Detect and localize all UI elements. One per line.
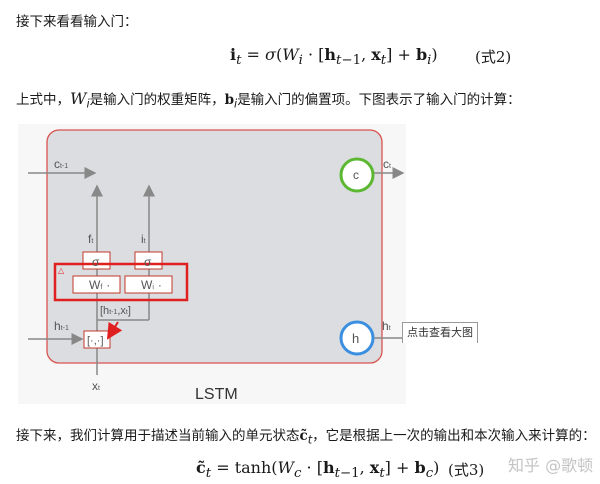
c-node (339, 157, 375, 193)
watermark: 知乎 @歌顿 (508, 456, 594, 475)
paragraph-weights: 上式中，Wi是输入门的权重矩阵，bi是输入门的偏置项。下图表示了输入门的计算： (16, 89, 521, 111)
h-node-label: h (352, 331, 359, 346)
svg-text:ht: ht (382, 319, 391, 333)
svg-text:it: it (141, 232, 146, 246)
highlight-box (53, 262, 189, 302)
c-node-label: c (353, 168, 359, 182)
lstm-cell (46, 129, 383, 364)
svg-text:σ: σ (92, 255, 100, 269)
equation-3: c̃t = tanh(Wc · [ht−1, xt] + bc) (196, 458, 440, 482)
svg-text:ft: ft (88, 232, 93, 246)
svg-text:Wi·: Wi· (141, 278, 162, 292)
svg-text:[·,·]: [·,·] (87, 335, 104, 347)
svg-text:△: △ (58, 266, 65, 275)
equation-3-label: (式3) (448, 461, 485, 479)
paragraph-intro: 接下来看看输入门： (16, 14, 138, 30)
svg-text:Wf·: Wf· (89, 278, 110, 292)
c-prev-label: ct-1 (54, 157, 68, 171)
svg-text:[ht-1,xt]: [ht-1,xt] (100, 305, 131, 317)
view-large-image-tooltip[interactable]: 点击查看大图 (402, 322, 478, 343)
c-out-label: ct (383, 157, 391, 171)
svg-text:xt: xt (92, 379, 100, 393)
figure-title: LSTM (195, 386, 238, 403)
equation-2: it = σ(Wi · [ht−1, xt] + bi) (230, 45, 438, 69)
svg-text:ht-1: ht-1 (54, 319, 69, 333)
h-node (339, 320, 375, 356)
lstm-input-gate-figure[interactable]: △ ct-1 ct c h ft it σ σ Wf· Wi· [ht-1,xt]… (18, 124, 406, 404)
svg-text:σ: σ (144, 255, 152, 269)
equation-2-label: (式2) (475, 48, 512, 66)
paragraph-cell-state: 接下来，我们计算用于描述当前输入的单元状态c̃t，它是根据上一次的输出和本次输入… (16, 428, 596, 447)
